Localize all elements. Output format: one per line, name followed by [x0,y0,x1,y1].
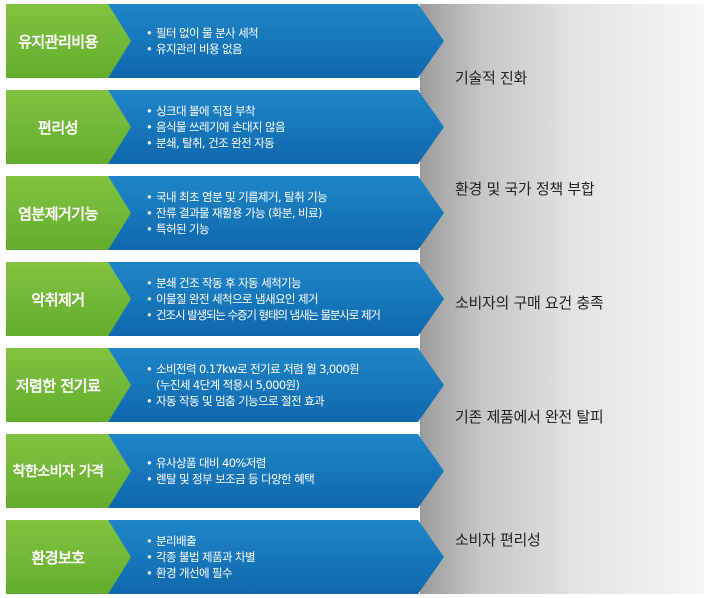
result-label: 소비자 편리성 [455,531,541,549]
detail-item: •음식물 쓰레기에 손대지 않음 [146,120,286,134]
category-arrow: 염분제거기능 [6,176,131,250]
category-label: 악취제거 [31,290,85,309]
category-label: 착한소비자 가격 [12,464,104,480]
feature-row: 환경보호 •분리배출 •각종 불법 제품과 차별 •환경 개선에 필수 [6,520,444,594]
category-label: 염분제거기능 [18,204,98,223]
detail-item: •잔류 결과물 재활용 가능 (화분, 비료) [146,206,322,220]
detail-item: •분쇄 건조 작동 후 자동 세척기능 [146,276,302,290]
feature-row: 유지관리비용 •필터 없이 물 분사 세척 •유지관리 비용 없음 [6,4,444,78]
detail-item: •싱크대 볼에 직접 부착 [146,104,256,118]
category-label: 저렴한 전기료 [15,376,101,395]
feature-row: 염분제거기능 •국내 최초 염분 및 기름제거, 탈취 기능 •잔류 결과물 재… [6,176,444,250]
detail-item: (누진세 4단계 적용시 5,000원) [156,378,300,392]
category-arrow: 편리성 [6,90,131,164]
category-arrow: 환경보호 [6,520,131,594]
result-label: 소비자의 구매 요건 충족 [455,294,604,312]
detail-item: •건조시 발생되는 수증기 형태의 냄새는 물분사로 제거 [146,308,381,322]
result-label: 환경 및 국가 정책 부합 [455,180,595,198]
detail-item: •렌탈 및 정부 보조금 등 다양한 혜택 [146,472,315,486]
category-label: 유지관리비용 [18,32,98,51]
detail-item: •유지관리 비용 없음 [146,42,243,56]
result-label: 기존 제품에서 완전 탈피 [455,408,604,426]
detail-arrow: •싱크대 볼에 직접 부착 •음식물 쓰레기에 손대지 않음 •분쇄, 탈취, … [108,90,444,164]
detail-arrow: •분리배출 •각종 불법 제품과 차별 •환경 개선에 필수 [108,520,444,594]
detail-arrow: •국내 최초 염분 및 기름제거, 탈취 기능 •잔류 결과물 재활용 가능 (… [108,176,444,250]
detail-item: •분리배출 [146,534,197,548]
detail-item: •자동 작동 및 멈춤 기능으로 절전 효과 [146,394,325,408]
results-background-panel [420,4,704,594]
feature-row: 악취제거 •분쇄 건조 작동 후 자동 세척기능 •이물질 완전 세척으로 냄새… [6,262,444,336]
detail-item: •필터 없이 물 분사 세척 [146,26,259,40]
detail-item: •각종 불법 제품과 차별 [146,550,256,564]
detail-arrow: •소비전력 0.17kw로 전기료 저렴 월 3,000원 (누진세 4단계 적… [108,348,444,422]
result-label: 기술적 진화 [455,69,527,87]
detail-item: •국내 최초 염분 및 기름제거, 탈취 기능 [146,190,328,204]
detail-item: •소비전력 0.17kw로 전기료 저렴 월 3,000원 [146,362,360,376]
detail-item: •환경 개선에 필수 [146,566,233,580]
detail-arrow: •분쇄 건조 작동 후 자동 세척기능 •이물질 완전 세척으로 냄새요인 제거… [108,262,444,336]
category-arrow: 악취제거 [6,262,131,336]
feature-row: 저렴한 전기료 •소비전력 0.17kw로 전기료 저렴 월 3,000원 (누… [6,348,444,422]
detail-item: •분쇄, 탈취, 건조 완전 자동 [146,136,275,150]
detail-item: •유사상품 대비 40%저렴 [146,456,266,470]
detail-item: •이물질 완전 세척으로 냄새요인 제거 [146,292,319,306]
feature-row: 착한소비자 가격 •유사상품 대비 40%저렴 •렌탈 및 정부 보조금 등 다… [6,434,444,508]
category-label: 편리성 [38,118,78,137]
category-label: 환경보호 [31,548,85,567]
category-arrow: 저렴한 전기료 [6,348,131,422]
detail-arrow: •필터 없이 물 분사 세척 •유지관리 비용 없음 [108,4,444,78]
category-arrow: 유지관리비용 [6,4,131,78]
category-arrow: 착한소비자 가격 [6,434,131,508]
feature-row: 편리성 •싱크대 볼에 직접 부착 •음식물 쓰레기에 손대지 않음 •분쇄, … [6,90,444,164]
detail-arrow: •유사상품 대비 40%저렴 •렌탈 및 정부 보조금 등 다양한 혜택 [108,434,444,508]
detail-item: •특허된 기능 [146,222,210,236]
